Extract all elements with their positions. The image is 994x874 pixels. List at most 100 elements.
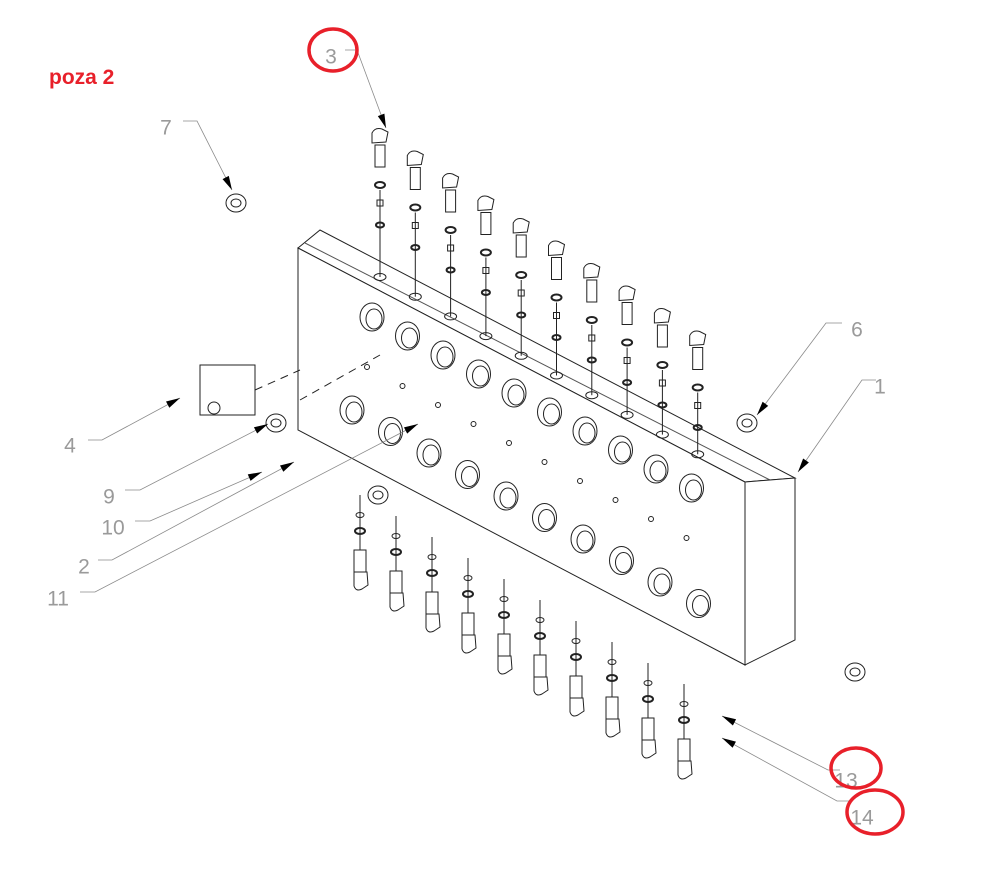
- o-ring: [691, 383, 704, 392]
- port-hole-lower: [686, 589, 711, 618]
- valve-handle: [618, 285, 636, 302]
- seal: [376, 199, 384, 207]
- valve-body: [425, 591, 439, 615]
- small-hole: [648, 516, 654, 522]
- plug-end-inner: [849, 667, 861, 677]
- port-hole-upper: [359, 302, 385, 332]
- port-hole-upper-inner: [649, 460, 667, 482]
- o-ring: [426, 569, 438, 577]
- callout-label-7: 7: [160, 117, 172, 140]
- top-port: [444, 312, 458, 321]
- o-ring: [657, 401, 668, 409]
- valve-handle: [677, 760, 693, 780]
- top-port: [655, 430, 669, 439]
- seal: [517, 289, 525, 297]
- top-port: [373, 273, 387, 281]
- valve-handle: [461, 634, 477, 654]
- o-ring: [409, 203, 422, 212]
- leader-line-13: [721, 715, 840, 771]
- arrowhead-icon: [722, 716, 737, 726]
- valve-handle: [389, 592, 405, 612]
- o-ring: [515, 271, 528, 279]
- plug-end: [844, 662, 866, 682]
- port-hole-upper-inner: [578, 422, 596, 444]
- seal: [553, 312, 560, 319]
- seal: [391, 533, 401, 539]
- valve-body: [409, 167, 421, 190]
- valve-body: [677, 738, 691, 762]
- port-hole-lower: [647, 567, 673, 597]
- port-hole-upper: [679, 473, 704, 503]
- seal: [607, 659, 617, 665]
- port-hole-lower: [339, 395, 365, 425]
- callout-label-10: 10: [101, 517, 124, 540]
- port-hole-upper-inner: [543, 403, 560, 425]
- o-ring: [692, 424, 703, 431]
- port-hole-lower-inner: [461, 466, 478, 487]
- solenoid-core: [207, 401, 221, 415]
- arrowhead-icon: [253, 424, 268, 434]
- leader-line-9: [125, 423, 269, 491]
- highlight-circle-3: [307, 27, 359, 73]
- o-ring: [480, 289, 491, 296]
- valve-body: [569, 675, 583, 699]
- valve-body: [353, 549, 367, 573]
- callout-label-1: 1: [874, 376, 886, 399]
- o-ring: [462, 590, 474, 598]
- port-hole-upper: [608, 435, 633, 465]
- valve-body: [461, 612, 475, 636]
- small-hole: [364, 364, 370, 370]
- o-ring: [374, 181, 386, 189]
- o-ring: [570, 653, 582, 661]
- fitting-6-inner: [741, 418, 753, 428]
- arrowhead-icon: [377, 113, 386, 128]
- valve-handle: [442, 173, 460, 189]
- top-port: [691, 450, 705, 459]
- plug-7-inner: [230, 198, 242, 208]
- arrowhead-icon: [166, 398, 180, 408]
- port-hole-upper: [572, 416, 598, 446]
- small-hole: [683, 535, 690, 541]
- valve-body: [480, 212, 492, 235]
- small-hole: [577, 478, 583, 484]
- valve-handle: [425, 613, 441, 633]
- valve-handle: [353, 571, 369, 591]
- port-hole-upper: [501, 378, 527, 408]
- port-hole-lower-inner: [422, 444, 440, 466]
- leader-line-1: [797, 379, 876, 473]
- port-hole-upper-inner: [614, 441, 631, 463]
- o-ring: [445, 266, 456, 274]
- o-ring: [498, 611, 510, 619]
- top-port: [620, 410, 634, 419]
- seal: [447, 244, 455, 252]
- port-hole-lower: [416, 438, 442, 468]
- seal: [499, 596, 509, 602]
- o-ring: [550, 293, 563, 302]
- valve-body: [533, 654, 547, 678]
- o-ring: [606, 674, 618, 682]
- seal: [694, 402, 702, 409]
- callout-label-9: 9: [103, 486, 115, 509]
- o-ring: [551, 334, 562, 341]
- seal: [427, 554, 437, 560]
- plug-7: [225, 193, 247, 213]
- valve-body: [621, 302, 633, 325]
- valve-body: [656, 324, 668, 348]
- callout-label-3: 3: [325, 46, 337, 69]
- arrowhead-icon: [247, 472, 262, 481]
- valve-body: [641, 717, 655, 741]
- valve-handle: [548, 240, 566, 257]
- port-hole-upper-inner: [685, 479, 702, 501]
- leader-line-6: [756, 322, 842, 416]
- top-port: [408, 292, 422, 301]
- port-hole-upper: [643, 454, 669, 484]
- valve-body: [497, 633, 511, 657]
- callout-label-11: 11: [47, 588, 69, 611]
- o-ring: [375, 221, 385, 229]
- valve-handle: [583, 263, 601, 279]
- highlight-circle-14: [845, 788, 905, 836]
- port-hole-upper-inner: [365, 308, 383, 330]
- leader-line-4: [88, 397, 181, 441]
- leader-line-7: [183, 120, 233, 191]
